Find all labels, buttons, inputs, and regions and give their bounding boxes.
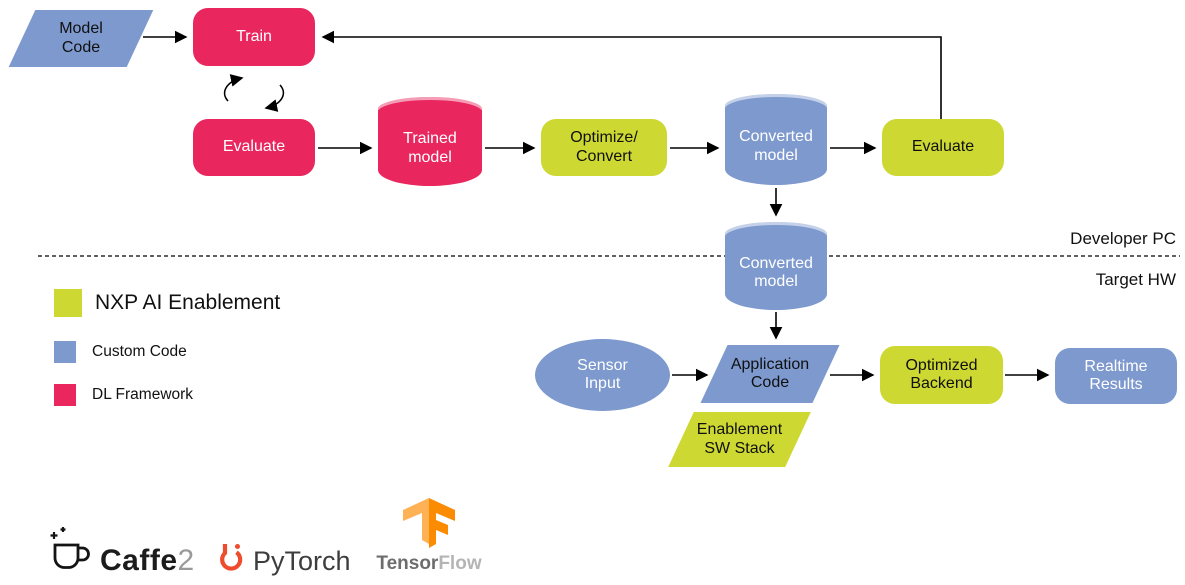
node-enablement-sw-stack: Enablement SW Stack [668,412,811,467]
region-label-target-hw: Target HW [1095,270,1176,289]
tensorflow-wordmark: TensorFlow [376,554,481,573]
node-evaluate-enablement-label: Evaluate [911,138,975,156]
caffe2-name: Caffe [100,544,178,577]
node-converted-model-pc: Converted model [725,94,827,185]
region-label-developer-pc: Developer PC [1070,229,1176,248]
pytorch-logo: PyTorch [214,540,351,575]
coffee-cup-icon [50,527,90,569]
node-optimize-convert-label: Optimize/ Convert [570,129,638,165]
node-enablement-sw-stack-label: Enablement SW Stack [696,421,783,457]
node-realtime-results: Realtime Results [1055,348,1177,404]
tensorflow-logo: TensorFlow [376,496,482,573]
node-realtime-results-label: Realtime Results [1084,357,1148,393]
node-converted-model-hw-label: Converted model [739,254,813,290]
node-evaluate-framework-label: Evaluate [222,138,286,156]
arrow-evaluate-train-feedback [321,30,942,119]
tensorflow-name: Tensor [376,553,439,574]
converted-model-pc-cylinder [725,105,827,185]
legend-item-nxp-ai-enablement: NXP AI Enablement [54,289,280,317]
node-trained-model-label: Trained model [403,130,457,166]
node-sensor-input-label: Sensor Input [577,356,628,392]
train-evaluate-cycle-icon [264,84,285,112]
node-evaluate-framework: Evaluate [193,119,315,176]
trained-model-cylinder [378,108,482,186]
node-model-code-label: Model Code [59,20,103,56]
node-evaluate-enablement: Evaluate [882,119,1004,176]
legend-swatch-green [54,289,82,317]
tensorflow-tf-icon [403,498,455,548]
node-converted-model-pc-label: Converted model [739,128,813,164]
legend-swatch-pink [54,384,76,406]
legend-label-nxp-ai-enablement: NXP AI Enablement [95,291,281,314]
caffe2-wordmark: Caffe2 [100,546,195,576]
node-application-code: Application Code [700,345,840,403]
node-train: Train [193,8,315,66]
node-optimized-backend-label: Optimized Backend [905,356,978,392]
node-model-code: Model Code [8,10,154,67]
node-converted-model-hw: Converted model [725,222,827,310]
legend-item-custom-code: Custom Code [54,341,187,363]
node-trained-model: Trained model [378,97,482,186]
node-optimized-backend: Optimized Backend [880,346,1003,404]
legend-item-dl-framework: DL Framework [54,384,193,406]
legend-label-custom-code: Custom Code [92,343,187,360]
converted-model-hw-cylinder-top [725,222,827,246]
caffe2-logo: Caffe2 [46,524,195,576]
node-optimize-convert: Optimize/ Convert [541,119,667,176]
node-train-label: Train [236,27,272,45]
node-application-code-label: Application Code [730,355,810,391]
trained-model-cylinder-top [378,97,482,121]
train-evaluate-cycle-icon [223,74,244,102]
caffe2-suffix: 2 [177,544,195,577]
node-sensor-input: Sensor Input [535,339,670,411]
legend-swatch-blue [54,341,76,363]
tensorflow-suffix: Flow [438,553,482,574]
legend-label-dl-framework: DL Framework [92,386,194,403]
pytorch-wordmark: PyTorch [253,545,351,576]
pytorch-flame-icon [220,544,243,571]
converted-model-pc-cylinder-top [725,94,827,118]
